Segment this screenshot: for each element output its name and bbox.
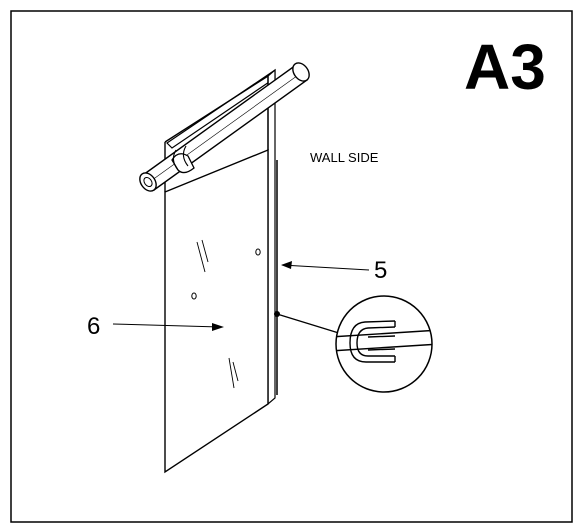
glass-panel-side-edge — [267, 68, 276, 406]
rod-bracket — [171, 153, 195, 174]
mounting-hole — [255, 248, 261, 256]
step-label: A3 — [464, 31, 546, 103]
towel-bar — [139, 62, 310, 192]
callout-6: 6 — [87, 313, 224, 340]
panel-border — [10, 10, 573, 523]
glass-panel — [164, 148, 269, 474]
wall-side-label: WALL SIDE — [310, 150, 379, 165]
callout-5-label: 5 — [374, 257, 387, 284]
mounting-hole — [191, 292, 197, 300]
detail-leader — [276, 313, 343, 335]
seal-detail-magnifier — [335, 295, 433, 393]
callout-6-label: 6 — [87, 313, 100, 340]
callout-5: 5 — [281, 257, 387, 284]
glass-reflection-marks — [196, 239, 239, 389]
